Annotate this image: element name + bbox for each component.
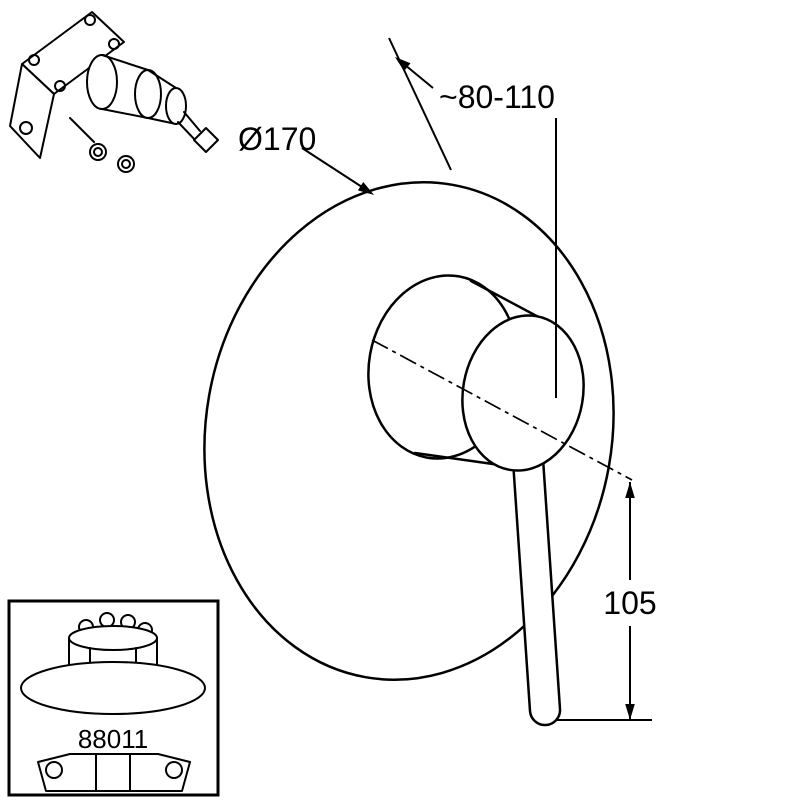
arrowhead-up [625, 482, 635, 498]
arrowhead [395, 57, 411, 72]
hex-nut [117, 155, 135, 173]
rough-in-valve-illustration [9, 11, 219, 173]
spindle-square [193, 127, 219, 153]
screw-hole [54, 80, 66, 92]
inset-frame [7, 599, 220, 797]
cartridge-cap [165, 87, 187, 125]
bracket-hole [19, 121, 33, 135]
screw-hole [28, 54, 40, 66]
hex-nut [89, 143, 107, 161]
lever-handle [510, 442, 562, 727]
inset-part-number: 88011 [78, 724, 148, 754]
dimension-lever-length: 105 [556, 482, 657, 721]
screw-hole [84, 14, 96, 26]
mounting-bracket [9, 63, 55, 159]
dim-depth-label: ~80-110 [439, 79, 555, 115]
bolt [99, 612, 115, 628]
concealed-body-inset: 88011 [7, 599, 220, 797]
dimension-diameter: Ø170 [238, 121, 374, 195]
dim-length-label: 105 [603, 585, 656, 621]
sealing-flange [20, 661, 206, 715]
dimension-depth: ~80-110 [388, 37, 557, 398]
arrowhead-down [625, 704, 635, 720]
arrowhead [357, 182, 374, 195]
dim-diameter-label: Ø170 [238, 121, 316, 157]
hex-nut [45, 761, 63, 779]
handle-front-face [461, 314, 585, 472]
valve-body-front [134, 69, 162, 119]
mixer-main-view [203, 181, 633, 727]
axis-centerline [371, 339, 633, 481]
valve-housing [37, 753, 191, 792]
screw-hole [108, 38, 120, 50]
hex-nut [165, 761, 183, 779]
valve-body-rear [86, 54, 118, 110]
cartridge-top [68, 625, 158, 651]
